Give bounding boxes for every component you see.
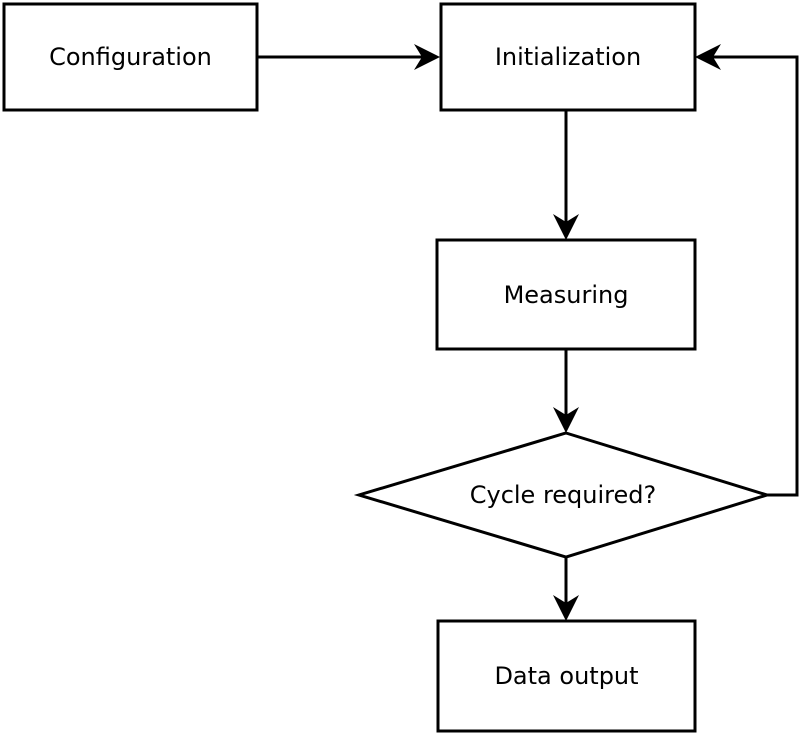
edge-decision-to-initialization-feedback-arrowhead bbox=[695, 44, 721, 70]
edge-measuring-to-decision-arrowhead bbox=[553, 407, 579, 433]
node-measuring-box bbox=[435, 238, 697, 351]
node-cycle-required-diamond bbox=[353, 431, 773, 559]
node-data-output-box bbox=[436, 619, 697, 733]
edge-decision-to-data-output-arrowhead bbox=[553, 595, 579, 621]
edge-initialization-to-measuring-arrowhead bbox=[553, 214, 579, 240]
node-configuration-box bbox=[2, 2, 259, 112]
edge-configuration-to-initialization-arrowhead bbox=[414, 44, 440, 70]
edge-decision-to-initialization-feedback bbox=[712, 55, 799, 497]
node-initialization-box bbox=[439, 2, 697, 112]
